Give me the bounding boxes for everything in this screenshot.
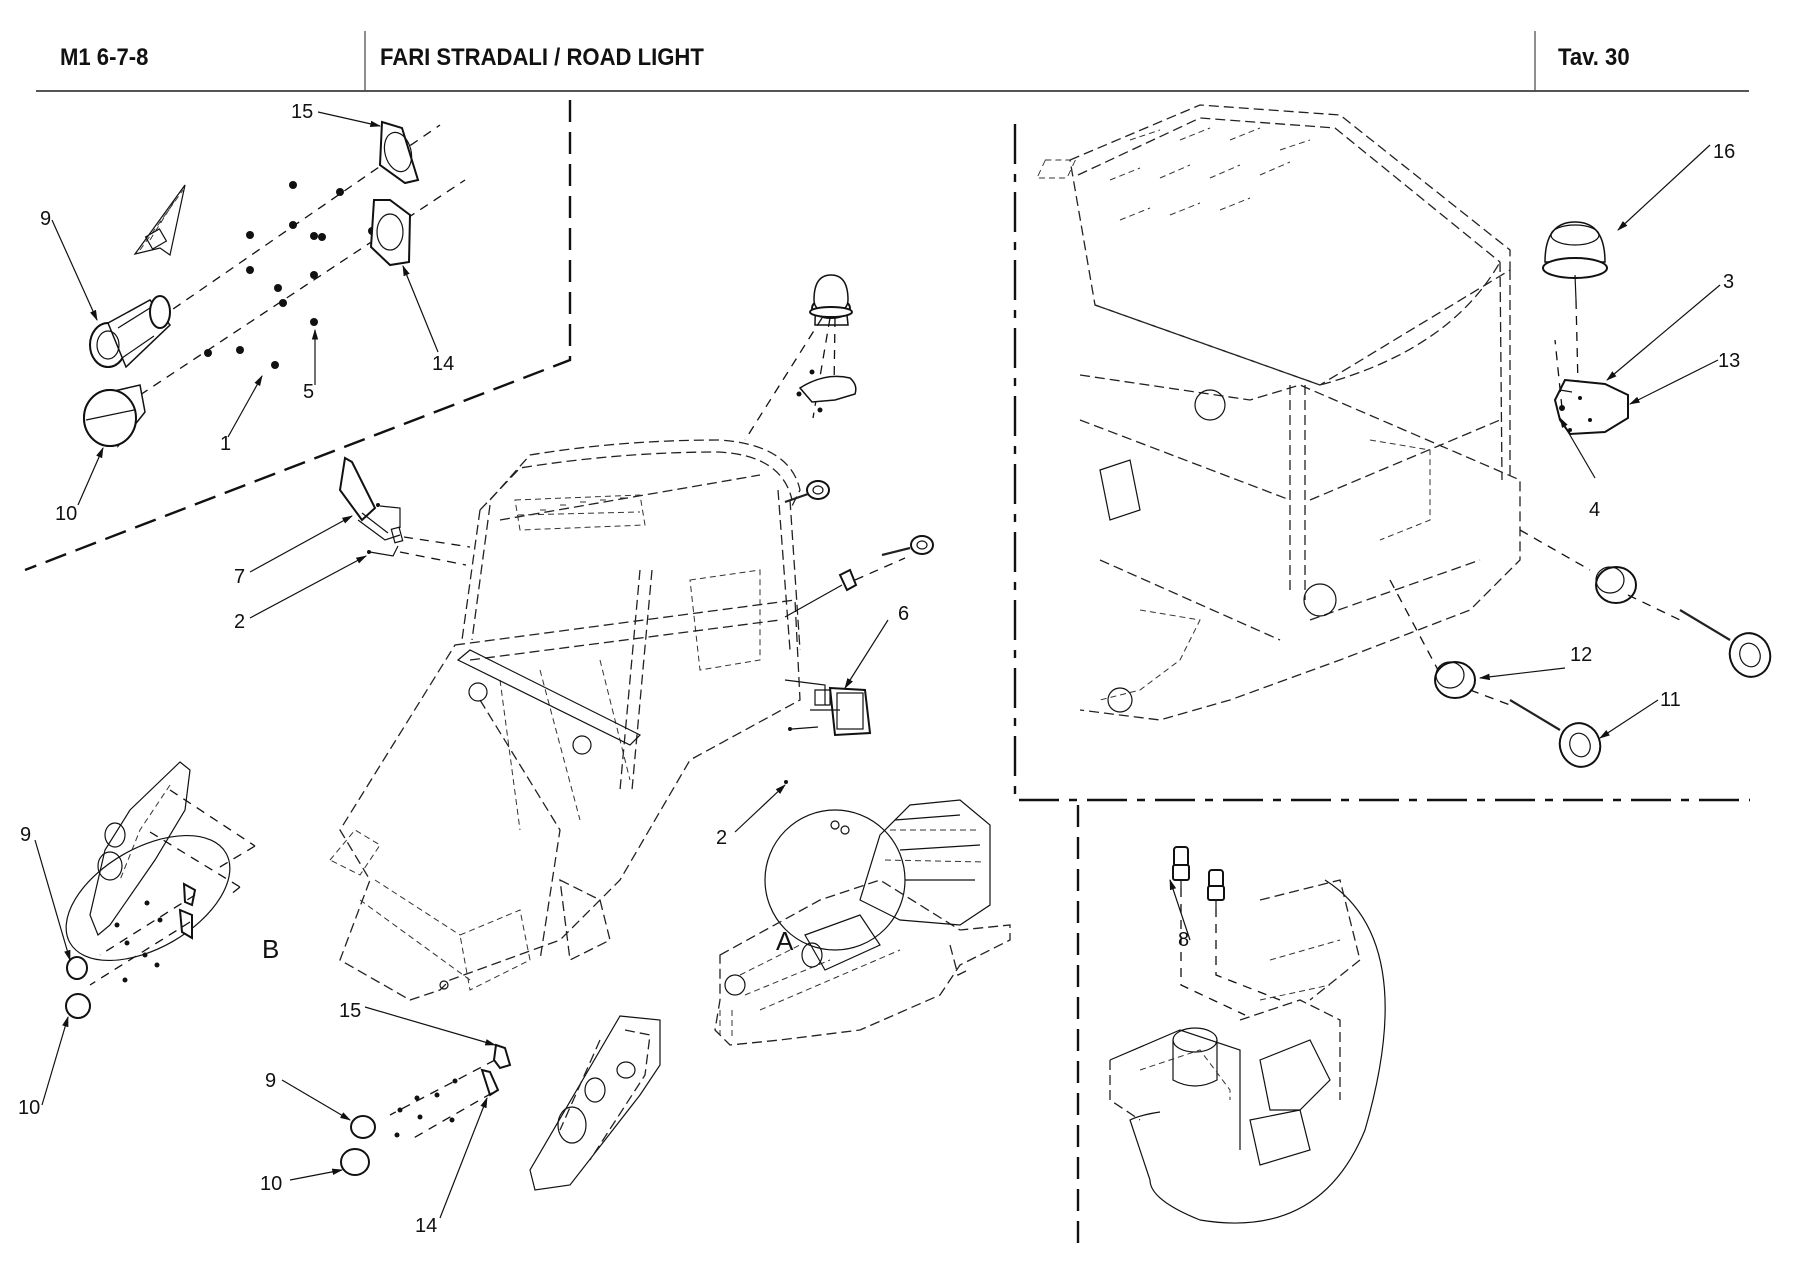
- headlight-front-part: [89, 295, 172, 369]
- callout-6: 6: [898, 603, 909, 625]
- callout-2-center: 2: [716, 827, 727, 849]
- frame-bracket-sketch: [133, 184, 186, 257]
- view-b-group: [34, 761, 256, 1106]
- beacon-assembly-right: [1542, 144, 1721, 479]
- beacon-center-group: [744, 274, 857, 441]
- inset-top-left-border: [24, 100, 572, 572]
- side-frame-piece: [529, 1015, 661, 1191]
- rear-lights-center: [784, 480, 934, 618]
- view-a-label: A: [776, 926, 794, 956]
- callout-15-bottom: 15: [339, 1000, 361, 1022]
- callout-10-bottom: 10: [260, 1173, 282, 1195]
- model-code: M1 6-7-8: [60, 44, 149, 71]
- callout-12: 12: [1570, 644, 1592, 666]
- drawing-header: M1 6-7-8 FARI STRADALI / ROAD LIGHT Tav.…: [0, 0, 1800, 92]
- inset-top-right-border: [1013, 124, 1750, 802]
- headlight-lens-part: [83, 384, 146, 448]
- view-b-ellipse: [65, 834, 231, 962]
- callout-16: 16: [1713, 141, 1735, 163]
- callout-9-bottom: 9: [265, 1070, 276, 1092]
- pressure-switch-part: [1172, 846, 1225, 908]
- callout-1-top: 1: [220, 433, 231, 455]
- gasket-square-part: [369, 199, 412, 267]
- callout-9-top: 9: [40, 208, 51, 230]
- callout-10-view-b: 10: [18, 1097, 40, 1119]
- mirror-right-part: [734, 619, 889, 833]
- callout-14-top: 14: [432, 353, 454, 375]
- callout-8: 8: [1178, 929, 1189, 951]
- inset-pressure-switch: [1109, 846, 1386, 1224]
- gasket-round-part: [378, 120, 420, 185]
- cab-frame-main: [329, 439, 801, 1001]
- bottom-headlight-cluster: [281, 1006, 512, 1219]
- callout-10-top: 10: [55, 503, 77, 525]
- callout-7: 7: [234, 566, 245, 588]
- callout-9-view-b: 9: [20, 824, 31, 846]
- callout-11: 11: [1660, 689, 1681, 711]
- callout-13: 13: [1718, 350, 1740, 372]
- rear-lights-right: [1389, 529, 1772, 768]
- mirror-left-part: [249, 456, 471, 619]
- engine-transmission-view-a: [714, 799, 1011, 1046]
- drawing-title: FARI STRADALI / ROAD LIGHT: [380, 44, 704, 71]
- callout-2-left: 2: [234, 611, 245, 633]
- callout-14-bottom: 14: [415, 1215, 437, 1237]
- callout-15-top: 15: [291, 101, 313, 123]
- callout-3: 3: [1723, 271, 1734, 293]
- view-b-label: B: [262, 934, 279, 964]
- table-number: Tav. 30: [1558, 44, 1630, 71]
- inset-rear-cab: [1036, 104, 1521, 721]
- fastener-set: [204, 181, 376, 369]
- callout-5-top: 5: [303, 381, 314, 403]
- callout-labels: 15 9 14 5 1 10 7 2 6 2 16 3 13 4 12 11 9…: [18, 101, 1740, 1237]
- callout-4: 4: [1589, 499, 1600, 521]
- roof-grid: [514, 494, 646, 531]
- section-separators: [24, 100, 1750, 1245]
- header-rules: [36, 31, 1749, 92]
- inset-headlight-exploded: [51, 111, 466, 506]
